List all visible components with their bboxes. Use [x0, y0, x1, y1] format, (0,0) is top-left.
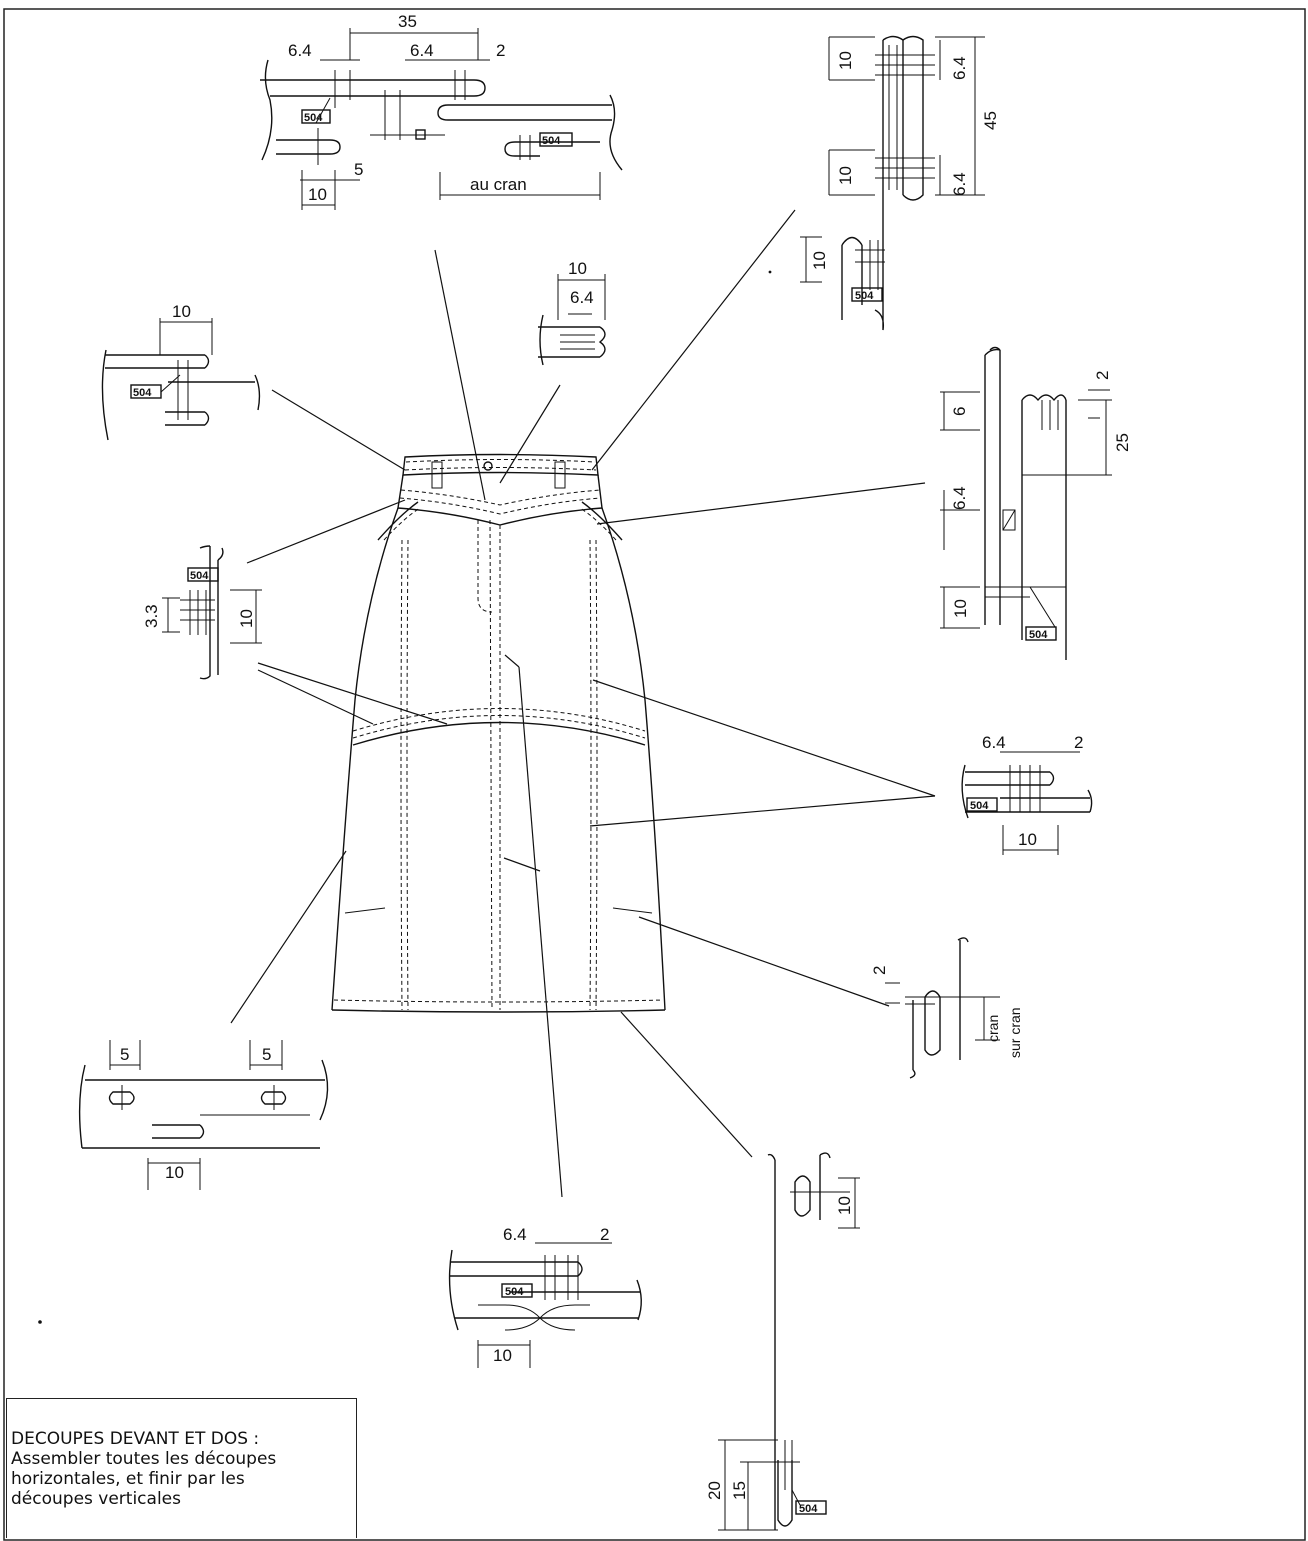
dim-10-right-a: 10 — [836, 51, 855, 70]
dim-35: 35 — [398, 12, 417, 31]
speck — [38, 1320, 42, 1324]
dim-15: 15 — [730, 1481, 749, 1500]
detail-waistband-top: 35 6.4 6.4 2 504 504 10 5 au cran — [260, 12, 623, 210]
detail-center-front: 504 6.4 2 10 — [448, 1225, 642, 1368]
tag-504-right-loop: 504 — [855, 290, 874, 302]
detail-hem-strip: 10 504 20 15 — [705, 1152, 860, 1531]
detail-left-hem-slit: 5 5 10 — [78, 1040, 329, 1190]
instruction-box: DECOUPES DEVANT ET DOS : Assembler toute… — [6, 1398, 357, 1538]
dim-10-right-pocket: 10 — [951, 599, 970, 618]
detail-slit-notch: 2 cran sur cran — [870, 937, 1023, 1079]
dim-10-top: 10 — [308, 185, 327, 204]
dim-2-right-pocket: 2 — [1093, 371, 1112, 380]
dim-25: 25 — [1113, 433, 1132, 452]
detail-belt-loop: 10 10 6.4 6.4 45 10 504 — [800, 35, 1000, 331]
dim-6-4-right-pocket: 6.4 — [950, 486, 969, 510]
tag-504-top-right: 504 — [542, 135, 561, 147]
tag-504-left: 504 — [133, 387, 152, 399]
instruction-text: DECOUPES DEVANT ET DOS : Assembler toute… — [11, 1429, 276, 1509]
dim-10-center: 10 — [493, 1346, 512, 1365]
tag-504-top-left: 504 — [304, 112, 323, 124]
dim-6-4-right-b: 6.4 — [950, 172, 969, 196]
tag-504-left-waist: 504 — [190, 570, 209, 582]
label-sur-cran: sur cran — [1007, 1007, 1023, 1058]
dim-10-left: 10 — [172, 302, 191, 321]
label-au-cran: au cran — [470, 175, 527, 194]
instruction-line-2: Assembler toutes les découpes — [11, 1449, 277, 1469]
detail-right-pocket: 504 6 6.4 10 25 2 — [940, 346, 1132, 660]
detail-right-seam: 6.4 2 504 10 — [961, 733, 1093, 855]
leader-lines — [230, 209, 936, 1198]
dim-6-4-right: 6.4 — [410, 41, 434, 60]
dim-10-right-b: 10 — [836, 166, 855, 185]
dim-2-center: 2 — [600, 1225, 609, 1244]
dim-6-4-small: 6.4 — [570, 288, 594, 307]
dim-10-left-waist: 10 — [237, 609, 256, 628]
tag-504-right-pocket: 504 — [1029, 629, 1048, 641]
tag-504-center: 504 — [505, 1286, 524, 1298]
dim-5-left-a: 5 — [120, 1045, 129, 1064]
tag-504-strip: 504 — [799, 1503, 818, 1515]
tag-504-right-seam: 504 — [970, 800, 989, 812]
dim-10-right-seam: 10 — [1018, 830, 1037, 849]
dim-10-right-c: 10 — [810, 251, 829, 270]
detail-left-yoke: 10 504 — [101, 302, 261, 441]
speck — [768, 270, 772, 274]
dim-6-4-center: 6.4 — [503, 1225, 527, 1244]
skirt-sketch — [331, 453, 666, 1013]
dim-10-small: 10 — [568, 259, 587, 278]
dim-2-top: 2 — [496, 41, 505, 60]
detail-left-waist: 504 3.3 10 — [142, 545, 262, 680]
page-frame — [3, 8, 1306, 1541]
instruction-line-4: découpes verticales — [11, 1489, 181, 1509]
dim-5-top: 5 — [354, 160, 363, 179]
dim-6-4-right-a: 6.4 — [950, 56, 969, 80]
dim-45: 45 — [981, 111, 1000, 130]
dim-20: 20 — [705, 1481, 724, 1500]
detail-small-pocket: 10 6.4 — [538, 259, 606, 366]
dim-10-strip: 10 — [835, 1196, 854, 1215]
label-cran: cran — [985, 1015, 1001, 1042]
dim-6-4-right-seam: 6.4 — [982, 733, 1006, 752]
dim-5-left-b: 5 — [262, 1045, 271, 1064]
dim-6: 6 — [950, 407, 969, 416]
dim-2-right-seam: 2 — [1074, 733, 1083, 752]
dim-2-slit: 2 — [870, 966, 889, 975]
instruction-line-1: DECOUPES DEVANT ET DOS : — [11, 1429, 260, 1449]
instruction-line-3: horizontales, et finir par les — [11, 1469, 245, 1489]
dim-6-4-left: 6.4 — [288, 41, 312, 60]
dim-3-3: 3.3 — [142, 604, 161, 628]
dim-10-left-hem: 10 — [165, 1163, 184, 1182]
